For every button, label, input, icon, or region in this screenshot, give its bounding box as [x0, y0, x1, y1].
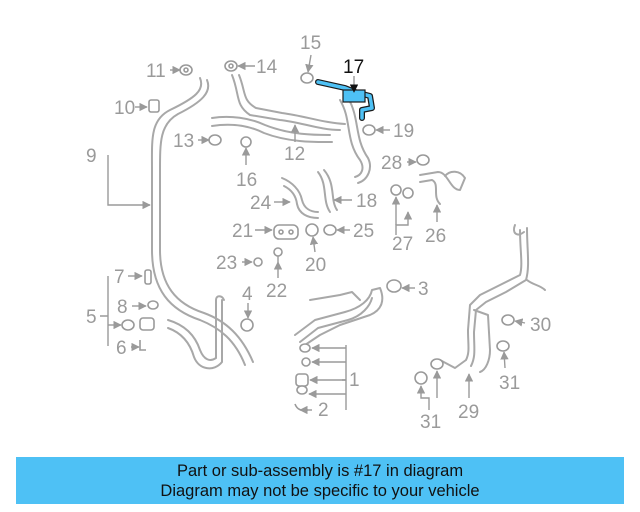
hose-24: [281, 177, 319, 219]
label-8: 8: [117, 297, 128, 318]
clamp-19: [362, 124, 376, 136]
label-6: 6: [116, 338, 127, 359]
label-26: 26: [425, 226, 446, 247]
label-25: 25: [353, 221, 374, 242]
label-16: 16: [236, 170, 257, 191]
gasket-21: [273, 224, 299, 240]
part-22: [273, 247, 283, 262]
highlighted-part-17: [315, 79, 375, 121]
label-10: 10: [114, 98, 135, 119]
label-29: 29: [458, 402, 479, 423]
banner-line-part-number: Part or sub-assembly is #17 in diagram: [176, 461, 464, 480]
label-2: 2: [318, 400, 329, 421]
clamp-20: [305, 223, 319, 237]
clamp-3: [386, 279, 402, 293]
leader-lines: [100, 54, 526, 415]
parts-1: [295, 343, 311, 395]
part-10: [148, 99, 160, 113]
label-12: 12: [284, 144, 305, 165]
clamp-11: [179, 64, 193, 76]
pipe-26: [419, 170, 466, 205]
label-15: 15: [300, 33, 321, 54]
label-11: 11: [146, 61, 166, 82]
label-17-highlighted: 17: [343, 57, 364, 78]
part-2: [294, 403, 309, 412]
clamp-15: [300, 72, 314, 84]
clamp-31b: [414, 358, 444, 385]
clamp-27a: [390, 184, 402, 196]
label-27: 27: [392, 234, 413, 255]
label-7: 7: [114, 267, 125, 288]
label-3: 3: [418, 279, 429, 300]
label-19: 19: [393, 121, 414, 142]
hose-12: [211, 74, 346, 144]
washer-23: [253, 257, 263, 267]
part-5: [121, 317, 155, 331]
clamp-16: [240, 136, 252, 148]
label-28: 28: [381, 153, 402, 174]
pipe-29: [439, 224, 546, 373]
clamp-30: [501, 314, 515, 326]
label-18: 18: [356, 191, 377, 212]
clamp-14: [224, 60, 238, 72]
label-1: 1: [349, 370, 360, 391]
label-30: 30: [530, 315, 551, 336]
label-23: 23: [216, 253, 237, 274]
clamp-25: [323, 224, 337, 236]
label-22: 22: [266, 281, 287, 302]
clamp-31a: [496, 340, 510, 352]
clamp-4: [240, 318, 254, 332]
label-4: 4: [242, 284, 253, 305]
label-24: 24: [250, 193, 272, 214]
label-5: 5: [86, 307, 97, 328]
label-31-bottom: 31: [420, 412, 441, 433]
label-13: 13: [173, 131, 194, 152]
clamp-27b: [402, 187, 414, 199]
label-21: 21: [232, 221, 253, 242]
part-6: [139, 340, 146, 351]
clamp-13: [208, 134, 222, 146]
hose-18: [317, 97, 371, 213]
part-7: [144, 269, 152, 285]
pipe-1: [294, 287, 384, 346]
info-banner: Part or sub-assembly is #17 in diagram D…: [16, 457, 624, 504]
part-8: [147, 300, 159, 310]
parts-diagram: 1 2 3 4 5 6 7 8 9 10 11 12 13 14 15 16 1…: [86, 33, 551, 433]
label-9: 9: [86, 146, 97, 167]
label-20: 20: [305, 255, 326, 276]
clamp-28: [416, 154, 430, 166]
label-14: 14: [256, 57, 278, 78]
banner-line-disclaimer: Diagram may not be specific to your vehi…: [160, 481, 480, 500]
hose-lower-left: [167, 295, 225, 370]
label-31-right: 31: [499, 373, 520, 394]
callout-labels: 1 2 3 4 5 6 7 8 9 10 11 12 13 14 15 16 1…: [86, 33, 551, 433]
